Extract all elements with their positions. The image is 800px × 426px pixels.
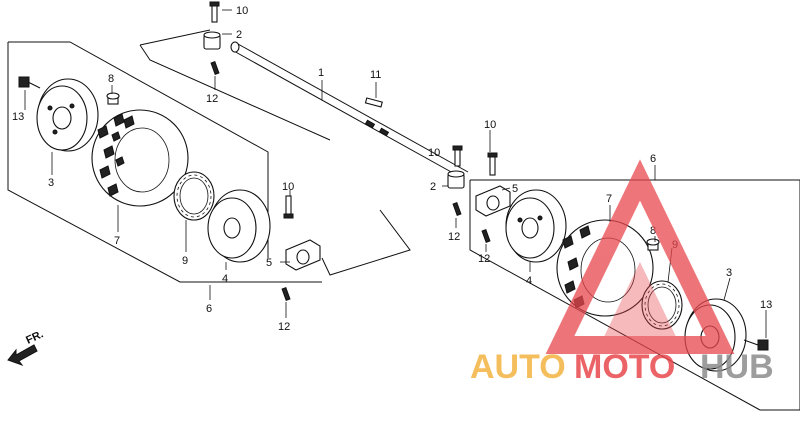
drum-right	[505, 189, 567, 263]
label-tire-set-right: 6	[650, 153, 656, 165]
valve-right	[646, 238, 660, 251]
label-nut-left: 13	[12, 111, 24, 123]
label-bolt-top: 10	[236, 5, 248, 17]
bolt-left	[283, 195, 294, 219]
label-bolt-left: 10	[282, 181, 294, 193]
collar-top	[203, 31, 221, 50]
label-nut-right: 13	[760, 299, 772, 311]
hub-left	[36, 78, 99, 152]
label-drum-right: 4	[526, 275, 532, 287]
bolt-mid	[452, 145, 463, 167]
label-valve-right: 8	[650, 225, 656, 237]
label-collar-right: 2	[430, 181, 436, 193]
drum-left	[207, 189, 271, 263]
label-pin-right: 12	[478, 253, 490, 265]
front-arrow-icon	[7, 344, 38, 367]
watermark-part-b: MOTO	[574, 348, 675, 386]
label-collar-top: 2	[236, 29, 242, 41]
left-group-outline	[8, 41, 269, 258]
label-tire-set-left: 6	[206, 303, 212, 315]
label-tire-right: 7	[606, 193, 612, 205]
label-hub-left: 3	[48, 177, 54, 189]
axle-box-outline-2	[139, 44, 331, 141]
nut-right	[743, 339, 769, 351]
label-flange-left: 5	[266, 257, 272, 269]
label-axle: 1	[318, 67, 324, 79]
label-flange-right: 5	[512, 183, 518, 195]
nut-left	[18, 76, 41, 89]
pin-right	[481, 229, 491, 243]
right-group-outline-left	[469, 180, 761, 411]
o-ring-left	[173, 171, 215, 221]
watermark-part-a: AUTO	[470, 348, 566, 386]
label-o-ring-left: 9	[182, 255, 188, 267]
watermark-logo-icon	[545, 159, 735, 354]
axle	[230, 41, 469, 179]
bolt-right	[487, 152, 498, 176]
o-ring-right	[641, 280, 683, 330]
label-bolt-mid: 10	[428, 147, 440, 159]
bolt-top	[209, 1, 220, 23]
pin-top	[210, 61, 220, 75]
front-marker-label: FR.	[24, 328, 45, 346]
axle-box-outline	[139, 29, 211, 46]
valve-left	[106, 92, 120, 105]
label-pin-top: 12	[206, 93, 218, 105]
label-tire-left: 7	[114, 235, 120, 247]
label-pin-bottom-left: 12	[278, 321, 290, 333]
label-hub-right: 3	[726, 267, 732, 279]
label-drum-left: 4	[222, 273, 228, 285]
pin-bottom-left	[281, 287, 291, 301]
label-valve-left: 8	[108, 73, 114, 85]
label-bolt-right: 10	[484, 119, 496, 131]
label-pin-mid: 12	[448, 231, 460, 243]
label-key: 11	[370, 69, 381, 81]
watermark: AUTO MOTO HUB	[470, 348, 774, 386]
pin-mid	[452, 202, 462, 216]
watermark-part-c: HUB	[700, 348, 774, 386]
key	[364, 97, 383, 108]
lower-box-outline	[321, 209, 411, 276]
flange-right	[475, 185, 511, 217]
left-group-outline-bottom	[7, 42, 322, 283]
collar-right	[447, 170, 465, 189]
flange-left	[285, 239, 321, 271]
tire-left	[91, 109, 189, 207]
